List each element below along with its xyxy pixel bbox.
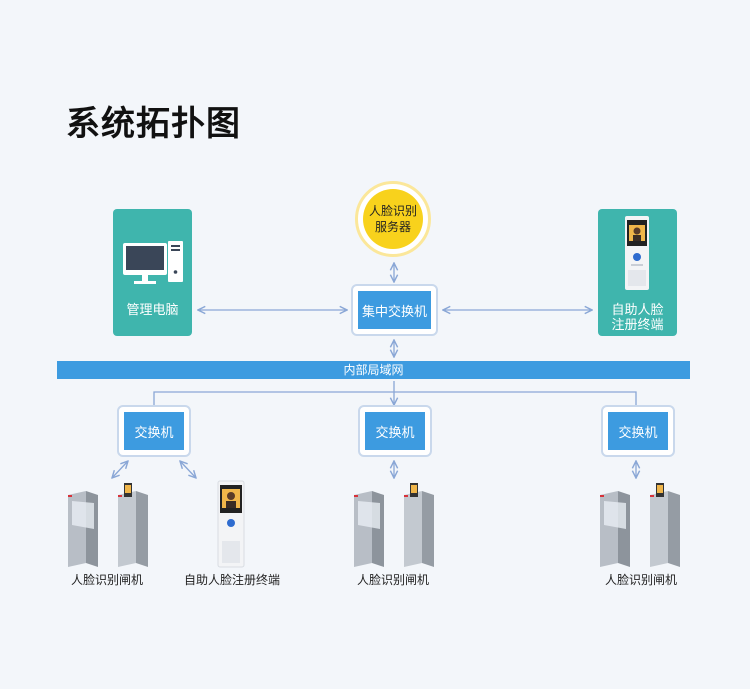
face-server-line1: 人脸识别 (368, 204, 417, 218)
kiosk-device-label: 自助人脸注册终端 (183, 573, 280, 587)
kiosk-terminal-icon (217, 480, 245, 568)
access-switch-2: 交换机 (358, 405, 432, 457)
turnstile-gate-icon (354, 483, 434, 567)
turnstile-gate-icon (600, 483, 680, 567)
core-switch-node: 集中交换机 (351, 284, 438, 336)
face-server-badge: 人脸识别 服务器 (363, 189, 423, 249)
kiosk-card: 自助人脸 注册终端 (598, 209, 677, 336)
link-sw1-gate (112, 461, 128, 478)
gate-1-label: 人脸识别闸机 (70, 573, 143, 587)
page-title: 系统拓扑图 (66, 104, 241, 144)
access-switch-3: 交换机 (601, 405, 675, 457)
core-switch-label: 集中交换机 (358, 291, 431, 329)
access-switch-3-label: 交换机 (608, 412, 668, 450)
access-switch-1: 交换机 (117, 405, 191, 457)
gate-3-label: 人脸识别闸机 (604, 573, 677, 587)
management-pc-label: 管理电脑 (126, 303, 179, 318)
management-pc-card: 管理电脑 (113, 209, 192, 336)
link-lan-bus (153, 391, 637, 405)
turnstile-gate-icon (68, 483, 148, 567)
kiosk-terminal-icon (625, 216, 649, 290)
access-switch-2-label: 交换机 (365, 412, 425, 450)
gate-2-label: 人脸识别闸机 (356, 573, 429, 587)
lan-bar: 内部局域网 (57, 361, 690, 379)
face-server-line2: 服务器 (374, 220, 411, 234)
kiosk-label-line2: 注册终端 (611, 318, 664, 333)
access-switch-1-label: 交换机 (124, 412, 184, 450)
kiosk-label-line1: 自助人脸 (611, 303, 664, 318)
link-sw1-kiosk (180, 461, 196, 478)
face-server-node: 人脸识别 服务器 (355, 181, 431, 257)
computer-icon (123, 241, 183, 284)
